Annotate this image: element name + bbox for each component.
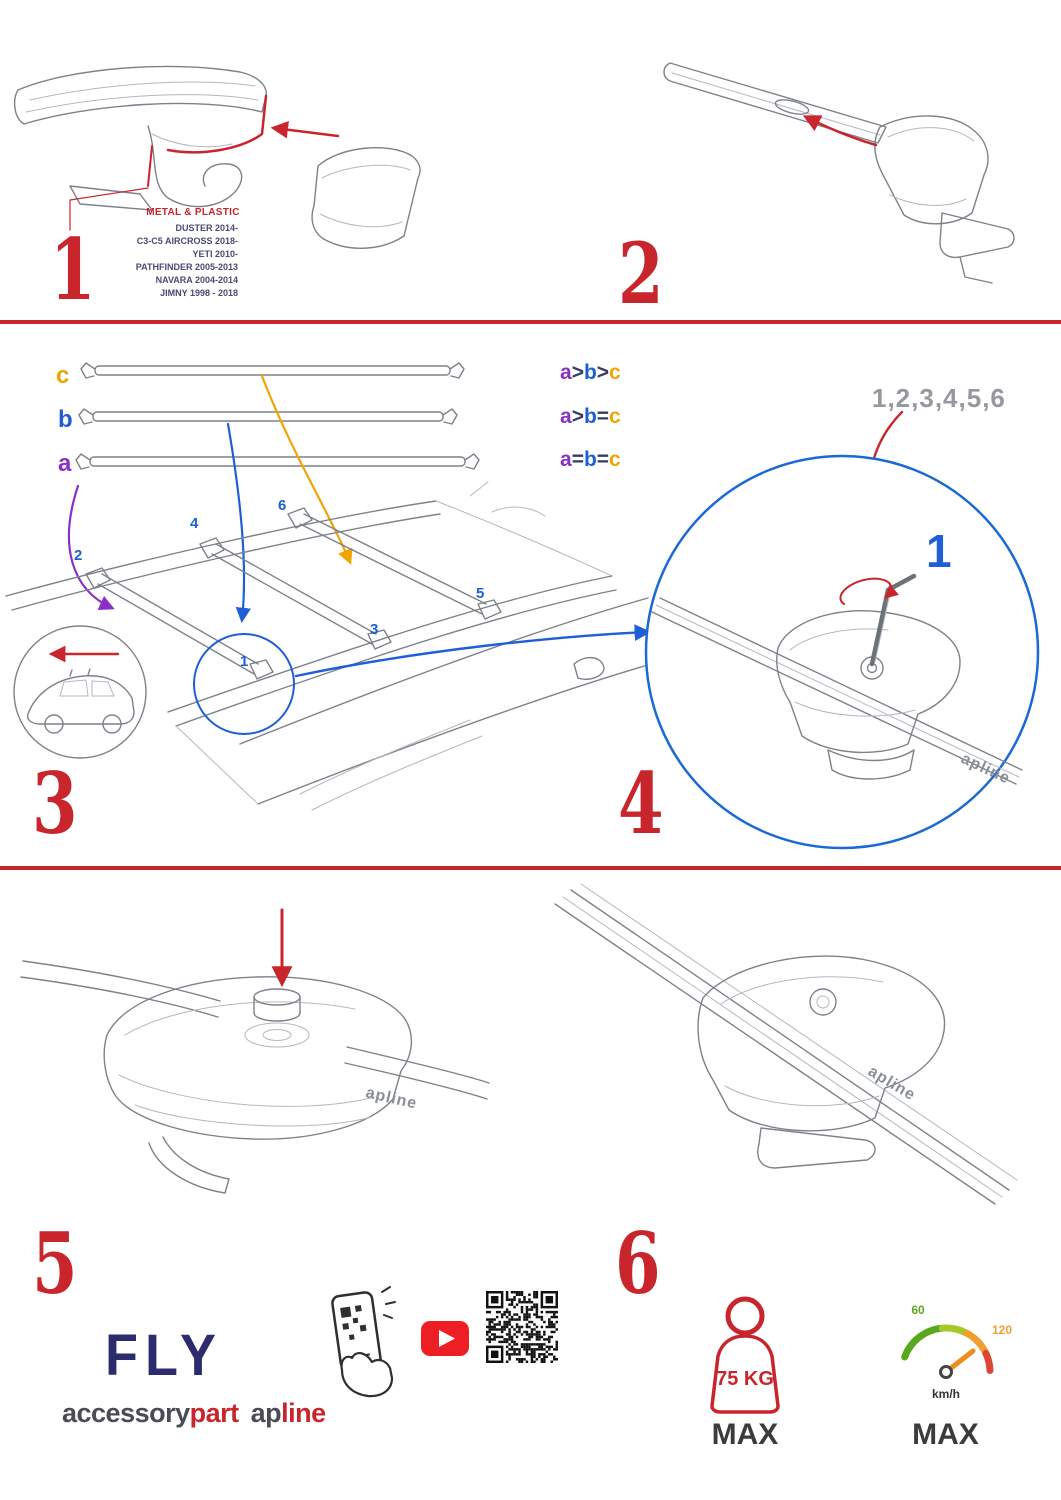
step-number-2: 2 bbox=[618, 224, 664, 323]
legend-c: c bbox=[609, 361, 621, 384]
panel-step1: METAL & PLASTIC DUSTER 2014- C3-C5 AIRCR… bbox=[0, 0, 1061, 320]
compat-item: YETI 2010- bbox=[192, 249, 238, 260]
car-roof-drawing bbox=[5, 481, 659, 811]
compat-item: DUSTER 2014- bbox=[175, 223, 238, 233]
guide-arrow-b bbox=[226, 422, 251, 624]
qr-code-icon bbox=[486, 1291, 558, 1363]
speed-limit-icon: 60 120 km/h bbox=[901, 1303, 1012, 1401]
legend-op: > bbox=[571, 361, 584, 384]
brand-ap: ap bbox=[250, 1398, 282, 1428]
speed-unit: km/h bbox=[932, 1387, 960, 1401]
detail-circle bbox=[644, 454, 1040, 850]
speed-tick-high: 120 bbox=[992, 1323, 1012, 1337]
rotate-arrow bbox=[839, 577, 900, 605]
legend-b: b bbox=[583, 361, 597, 384]
scan-phone-icon bbox=[331, 1286, 396, 1398]
speed-max-label: MAX bbox=[912, 1418, 979, 1451]
product-name: FLY bbox=[105, 1323, 224, 1388]
crossbar-a bbox=[75, 453, 480, 470]
tightening-sequence: 1,2,3,4,5,6 bbox=[872, 383, 1006, 413]
weight-value: 75 KG bbox=[716, 1368, 774, 1390]
weight-max-label: MAX bbox=[711, 1418, 779, 1451]
compat-item: NAVARA 2004-2014 bbox=[155, 275, 238, 286]
roof-position-3: 3 bbox=[370, 621, 378, 638]
compatibility-list: DUSTER 2014- C3-C5 AIRCROSS 2018- YETI 2… bbox=[40, 222, 238, 300]
legend-row-1: a>b>c bbox=[560, 362, 621, 383]
mounted-clamp-drawing: apline bbox=[554, 883, 1018, 1205]
bar-label-c: c bbox=[56, 362, 70, 389]
panel-step5: apline 5 bbox=[0, 870, 530, 1320]
legend-row-2: a>b=c bbox=[560, 406, 621, 427]
legend-a: a bbox=[560, 448, 572, 471]
material-label: METAL & PLASTIC bbox=[146, 207, 240, 218]
car-inset bbox=[13, 625, 147, 759]
bar-label-a: a bbox=[58, 450, 72, 477]
roof-position-6: 6 bbox=[278, 497, 286, 514]
panel-step6: apline 6 bbox=[535, 870, 1061, 1320]
compat-item: JIMNY 1998 - 2018 bbox=[160, 288, 238, 299]
step-number-5: 5 bbox=[32, 1214, 78, 1313]
brand-part: part bbox=[189, 1398, 240, 1428]
detail-pointer-arrow bbox=[294, 624, 652, 678]
speed-tick-low: 60 bbox=[911, 1303, 925, 1317]
legend-c: c bbox=[609, 448, 621, 471]
clamp-detail-drawing: apline bbox=[644, 410, 1040, 850]
legend-c: c bbox=[609, 405, 621, 428]
legend-op: > bbox=[596, 361, 610, 384]
step-number-3: 3 bbox=[32, 754, 78, 853]
legend-op: = bbox=[596, 405, 610, 428]
legend-op: = bbox=[596, 448, 610, 471]
legend-a: a bbox=[560, 405, 572, 428]
weight-limit-icon: 75 KG bbox=[710, 1296, 780, 1414]
clamp-exploded-drawing bbox=[13, 65, 421, 249]
panel-step3: c b a a>b>c a>b=c a=b=c bbox=[0, 324, 1061, 866]
legend-b: b bbox=[583, 448, 597, 471]
compat-item: C3-C5 AIRCROSS 2018- bbox=[136, 236, 238, 247]
section-divider-1 bbox=[0, 320, 1061, 324]
roof-position-5: 5 bbox=[476, 585, 484, 602]
knob-press-drawing: apline bbox=[20, 908, 490, 1194]
step-number-6: 6 bbox=[615, 1214, 661, 1313]
legend-row-3: a=b=c bbox=[560, 449, 621, 470]
panel-step4: apline 4 bbox=[618, 350, 1061, 866]
compat-item: PATHFINDER 2005-2013 bbox=[135, 262, 238, 273]
panel-step2: 2 bbox=[618, 0, 1061, 320]
hand-icon bbox=[340, 1352, 394, 1398]
brand-line: line bbox=[281, 1398, 326, 1428]
legend-op: = bbox=[571, 448, 584, 471]
bar-label-b: b bbox=[58, 406, 73, 433]
guide-arrow-a bbox=[67, 484, 115, 610]
step-number-1: 1 bbox=[50, 220, 96, 319]
guide-arrow-c bbox=[260, 374, 353, 565]
legend-a: a bbox=[560, 361, 572, 384]
roof-overview-drawing: 2 4 6 1 3 5 bbox=[5, 362, 659, 811]
youtube-icon bbox=[421, 1321, 469, 1356]
roof-position-4: 4 bbox=[190, 515, 199, 532]
brand-accessory: accessory bbox=[62, 1398, 190, 1428]
product-logo-text: apline bbox=[364, 1084, 419, 1112]
legend-b: b bbox=[583, 405, 597, 428]
step-number-4: 4 bbox=[618, 754, 664, 853]
section-divider-2 bbox=[0, 866, 1061, 870]
crossbar-b bbox=[78, 408, 458, 425]
crossbar-c bbox=[80, 362, 465, 379]
roof-position-1: 1 bbox=[240, 653, 248, 670]
bar-end-drawing bbox=[663, 62, 1015, 284]
highlight-circle bbox=[193, 633, 295, 735]
legend-op: > bbox=[571, 405, 584, 428]
roof-position-2: 2 bbox=[74, 547, 82, 564]
sequence-first-number: 1 bbox=[926, 525, 952, 577]
